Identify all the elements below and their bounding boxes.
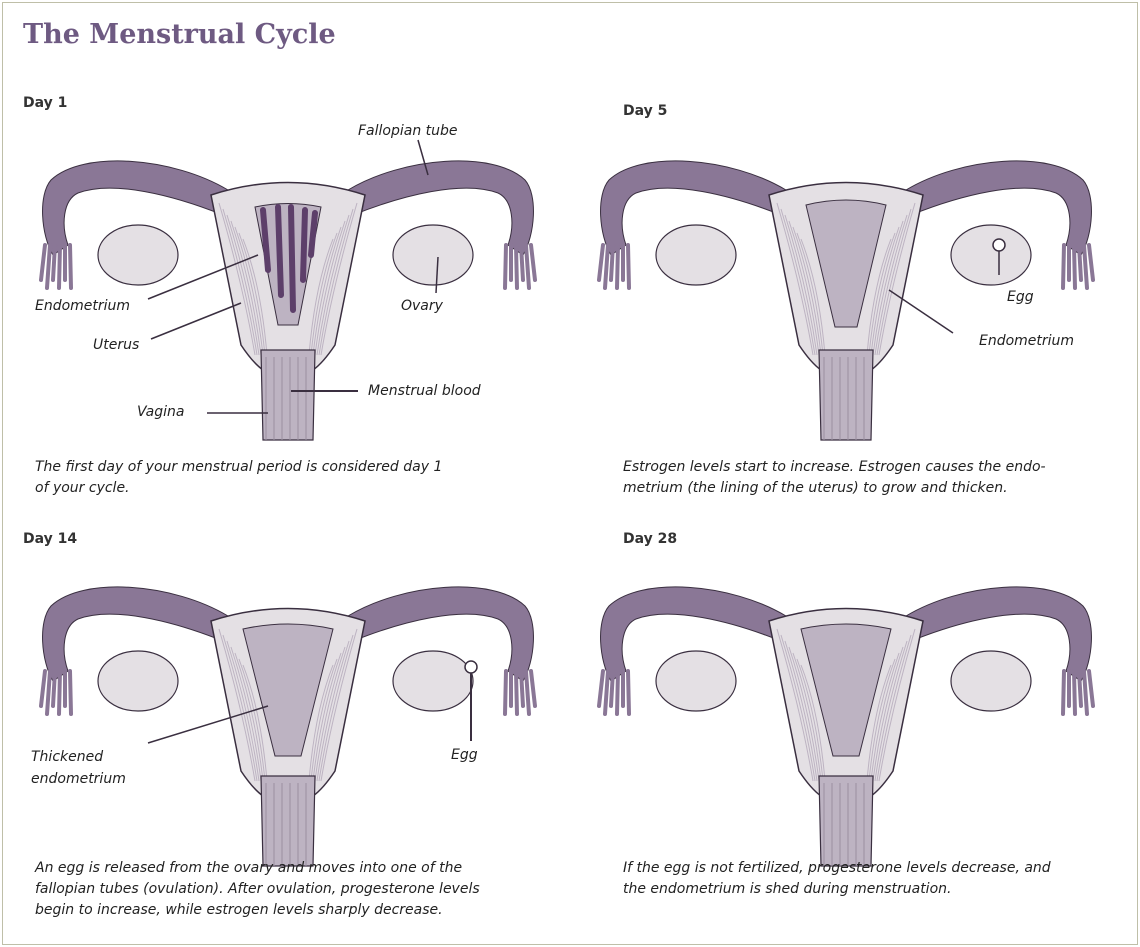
label-endometrium: Endometrium xyxy=(35,298,130,314)
fimbria-right xyxy=(1089,671,1093,706)
label-thickened: Thickened xyxy=(31,749,103,765)
panel-day-14: Day 14 Thickened endometrium Egg An egg … xyxy=(23,531,583,946)
fimbria-left xyxy=(599,245,603,280)
fimbria-left xyxy=(70,245,71,288)
fimbria-right xyxy=(505,245,506,288)
fimbria-right xyxy=(531,245,535,280)
fimbria-right xyxy=(1079,671,1081,706)
fimbria-right xyxy=(1084,245,1087,288)
menstrual-blood-streak xyxy=(291,207,293,310)
ovary-right xyxy=(393,651,473,711)
fimbria-left xyxy=(70,671,71,714)
fimbria-left xyxy=(47,245,50,288)
fimbria-left xyxy=(628,671,629,714)
caption-line: the endometrium is shed during menstruat… xyxy=(623,879,1133,900)
page-title: The Menstrual Cycle xyxy=(23,19,336,50)
fimbria-right xyxy=(1079,245,1081,280)
caption-line: of your cycle. xyxy=(35,478,575,499)
menstrual-blood-streak xyxy=(278,207,281,295)
caption-day-5: Estrogen levels start to increase. Estro… xyxy=(623,457,1133,499)
caption-line: metrium (the lining of the uterus) to gr… xyxy=(623,478,1133,499)
panel-day-5: Day 5 Egg Endometrium Estrogen levels st… xyxy=(623,103,1133,513)
label-endometrium: endometrium xyxy=(31,771,126,787)
fimbria-right xyxy=(1063,671,1064,714)
uterus-illustration-day-28 xyxy=(601,521,1101,851)
caption-line: fallopian tubes (ovulation). After ovula… xyxy=(35,879,575,900)
caption-line: Estrogen levels start to increase. Estro… xyxy=(623,457,1133,478)
fimbria-right xyxy=(1084,671,1087,714)
fimbria-left xyxy=(611,671,613,706)
panel-day-1: Day 1 Fallopian tube Endometrium Ovary U… xyxy=(23,95,583,515)
label-egg: Egg xyxy=(451,747,478,763)
fimbria-left xyxy=(605,671,608,714)
label-vagina: Vagina xyxy=(137,404,185,420)
leader-uterus xyxy=(151,303,241,339)
ovary-right xyxy=(951,651,1031,711)
fimbria-left xyxy=(59,245,60,288)
fimbria-left xyxy=(605,245,608,288)
caption-line: The first day of your menstrual period i… xyxy=(35,457,575,478)
label-ovary: Ovary xyxy=(401,298,443,314)
label-endometrium: Endometrium xyxy=(979,333,1074,349)
fimbria-right xyxy=(521,245,523,280)
uterus-illustration-day-5 xyxy=(601,95,1101,445)
caption-line: An egg is released from the ovary and mo… xyxy=(35,858,575,879)
caption-day-14: An egg is released from the ovary and mo… xyxy=(35,858,575,921)
label-uterus: Uterus xyxy=(93,337,139,353)
vagina xyxy=(261,350,315,440)
fimbria-right xyxy=(531,671,535,706)
label-fallopian-tube: Fallopian tube xyxy=(358,123,458,139)
vagina xyxy=(819,776,873,866)
ovary-right xyxy=(393,225,473,285)
egg-marker xyxy=(465,661,477,673)
caption-line: If the egg is not fertilized, progestero… xyxy=(623,858,1133,879)
egg-marker xyxy=(993,239,1005,251)
menstrual-blood-streak xyxy=(311,213,315,255)
ovary-left xyxy=(656,225,736,285)
fimbria-right xyxy=(1074,245,1075,288)
label-menstrual-blood: Menstrual blood xyxy=(368,383,481,399)
fimbria-left xyxy=(41,671,45,706)
caption-day-1: The first day of your menstrual period i… xyxy=(35,457,575,499)
uterus-illustration-day-14 xyxy=(23,521,553,851)
caption-day-28: If the egg is not fertilized, progestero… xyxy=(623,858,1133,900)
fimbria-left xyxy=(47,671,50,714)
fimbria-right xyxy=(1074,671,1075,714)
fimbria-right xyxy=(521,671,523,706)
fimbria-right xyxy=(516,671,517,714)
fimbria-left xyxy=(599,671,603,706)
fimbria-left xyxy=(628,245,629,288)
fimbria-left xyxy=(617,245,618,288)
fimbria-right xyxy=(516,245,517,288)
ovary-left xyxy=(98,225,178,285)
fimbria-left xyxy=(611,245,613,280)
vagina xyxy=(261,776,315,866)
fimbria-left xyxy=(41,245,45,280)
fimbria-right xyxy=(505,671,506,714)
menstrual-blood-streak xyxy=(303,210,305,280)
label-egg: Egg xyxy=(1007,289,1034,305)
ovary-left xyxy=(656,651,736,711)
fimbria-right xyxy=(526,245,529,288)
fimbria-left xyxy=(53,245,55,280)
vagina xyxy=(819,350,873,440)
ovary-left xyxy=(98,651,178,711)
panel-day-28: Day 28 If the egg is not fertilized, pro… xyxy=(623,531,1133,946)
fimbria-left xyxy=(59,671,60,714)
ovary-right xyxy=(951,225,1031,285)
fimbria-left xyxy=(617,671,618,714)
fimbria-right xyxy=(1089,245,1093,280)
caption-line: begin to increase, while estrogen levels… xyxy=(35,900,575,921)
fimbria-right xyxy=(526,671,529,714)
fimbria-left xyxy=(53,671,55,706)
fimbria-right xyxy=(1063,245,1064,288)
